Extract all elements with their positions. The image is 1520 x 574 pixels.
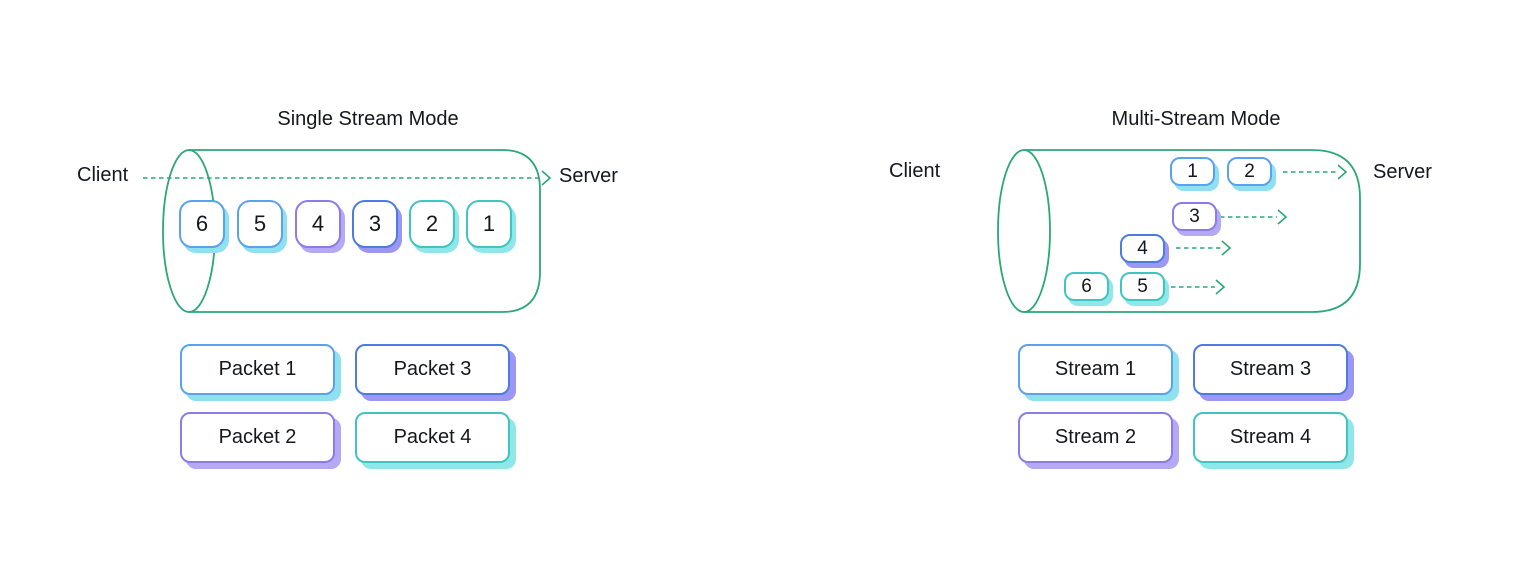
multi-stream-title: Multi-Stream Mode	[1111, 108, 1281, 130]
multi-stream-tube	[997, 149, 1361, 313]
packet-box-1: 1	[466, 200, 512, 248]
legend-packet-1: Packet 1	[180, 344, 335, 395]
packet-box-2: 2	[409, 200, 455, 248]
stream-box-1: 1	[1170, 157, 1215, 186]
single-stream-flow-arrow	[143, 170, 552, 186]
multi-stream-server-label: Server	[1373, 161, 1432, 183]
stream-box-6: 6	[1064, 272, 1109, 301]
stream-3-arrow	[1176, 240, 1232, 256]
packet-box-5: 5	[237, 200, 283, 248]
stream-2-arrow	[1220, 209, 1288, 225]
stream-box-4: 4	[1120, 234, 1165, 263]
legend-stream-2: Stream 2	[1018, 412, 1173, 463]
legend-packet-4: Packet 4	[355, 412, 510, 463]
legend-packet-2: Packet 2	[180, 412, 335, 463]
single-stream-server-label: Server	[559, 165, 618, 187]
multi-stream-client-label: Client	[889, 160, 941, 182]
stream-4-arrow	[1171, 279, 1226, 295]
packet-box-3: 3	[352, 200, 398, 248]
packet-box-6: 6	[179, 200, 225, 248]
single-stream-title: Single Stream Mode	[277, 108, 459, 130]
packet-box-4: 4	[295, 200, 341, 248]
legend-stream-3: Stream 3	[1193, 344, 1348, 395]
single-stream-client-label: Client	[77, 164, 129, 186]
stream-box-3: 3	[1172, 202, 1217, 231]
stream-box-5: 5	[1120, 272, 1165, 301]
legend-stream-4: Stream 4	[1193, 412, 1348, 463]
stream-1-arrow	[1283, 164, 1348, 180]
legend-packet-3: Packet 3	[355, 344, 510, 395]
stream-box-2: 2	[1227, 157, 1272, 186]
legend-stream-1: Stream 1	[1018, 344, 1173, 395]
